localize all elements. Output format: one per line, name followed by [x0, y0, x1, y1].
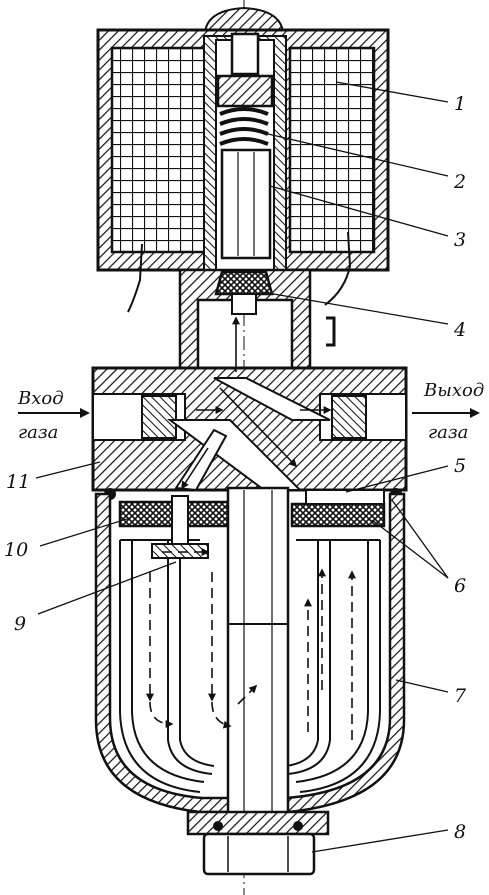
center-bolt — [226, 486, 290, 836]
callout-4: 4 — [453, 319, 466, 341]
stop-block — [216, 74, 274, 108]
return-spring — [219, 107, 269, 146]
drain-nut — [186, 810, 330, 876]
inlet-label-line1: Вход — [17, 388, 64, 409]
leader-lines — [35, 81, 449, 853]
filter-element — [119, 539, 381, 793]
callout-7: 7 — [454, 685, 467, 707]
callout-3: 3 — [454, 229, 466, 251]
plate — [305, 489, 385, 505]
callout-6: 6 — [454, 575, 466, 597]
valve-disc — [214, 270, 274, 296]
bypass-valve-plate — [151, 543, 209, 559]
clip — [326, 316, 336, 347]
lead-wire-left — [127, 243, 143, 313]
outlet-label-line1: Выход — [423, 380, 484, 401]
top-cap — [203, 6, 285, 33]
callout-1: 1 — [454, 93, 466, 115]
stop-plug — [230, 32, 260, 76]
flow-arrows-bowl — [146, 548, 356, 740]
flow-arrows-body — [181, 316, 332, 490]
seal-ring-right — [290, 502, 386, 528]
valve-stem — [231, 293, 257, 315]
armature-core — [220, 148, 272, 260]
callout-5: 5 — [454, 455, 466, 477]
callout-8: 8 — [454, 821, 466, 843]
inlet-label-line2: газа — [18, 422, 58, 443]
valve-body — [91, 366, 408, 492]
callout-9: 9 — [14, 613, 26, 635]
filter-bowl — [94, 492, 406, 814]
outlet-label-line2: газа — [428, 422, 468, 443]
callout-11: 11 — [6, 471, 30, 493]
lead-wire-right — [324, 231, 352, 306]
callout-2: 2 — [453, 171, 466, 193]
callout-10: 10 — [4, 539, 28, 561]
bypass-valve-stem — [171, 495, 189, 545]
